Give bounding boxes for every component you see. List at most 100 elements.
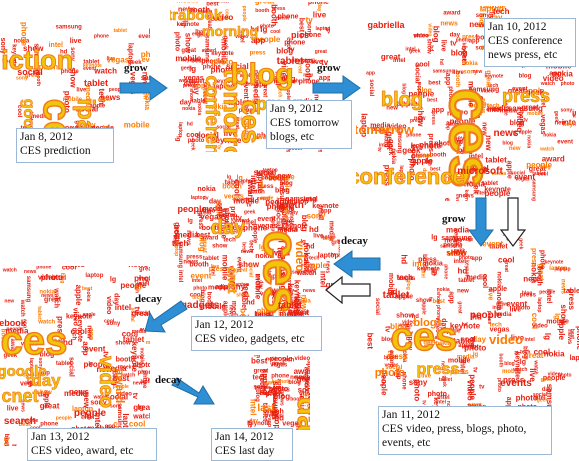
filler-word: photo [434,141,453,148]
filler-word: mobile [176,2,199,5]
filler-word: video [279,61,288,82]
filler-word: photo [260,23,274,29]
filler-word: blog [323,236,334,242]
filler-word: tv [472,367,478,373]
filler-word: nokia [295,299,311,305]
filler-word: booth [460,46,467,65]
filler-word: day [184,81,196,88]
filler-word: apple [280,246,286,259]
filler-word: photo [62,91,71,113]
filler-word: phone [36,266,51,270]
filler-word: best [19,422,31,428]
filler-word: booth [222,183,241,190]
filler-word: show [239,260,260,269]
filler-word: samsung [440,244,462,250]
filler-word: news [480,98,486,114]
filler-word: watch [228,265,235,286]
filler-word: phone [300,32,321,39]
filler-word: hd [472,312,482,321]
cloud-word-jan9: blog [230,58,293,91]
filler-word: people [56,415,72,421]
filler-word: booth [409,144,418,166]
filler-word: laptop [556,267,571,273]
filler-word: hd [63,338,73,347]
filler-word: media [467,274,487,281]
filler-word: geek [181,66,193,72]
filler-word: sony [132,355,144,361]
filler-word: sony [217,203,223,218]
filler-word: live [439,40,446,52]
filler-word: people [503,100,509,116]
filler-word: laptop [219,213,237,219]
filler-word: blog [477,13,484,28]
filler-word: new [457,288,469,294]
filler-word: tablet [203,256,219,262]
filler-word: tech [276,247,285,264]
filler-word: geek [120,365,132,371]
filler-word: event [469,403,482,409]
cloud-word-jan13: google [0,363,47,380]
filler-word: vegas [398,276,416,282]
filler-word: hd [458,266,468,275]
filler-word: keynote [211,51,234,57]
filler-word: nokia [196,102,202,115]
filler-word: tablet [83,59,99,65]
filler-word: tablet [33,58,39,72]
filler-word: apple [416,83,422,96]
filler-word: samsung [56,25,83,31]
filler-word: video [448,251,466,258]
filler-word: booth [172,225,181,247]
decay-label-1: decay [341,235,368,247]
filler-word: laptop [536,297,542,312]
filler-word: intel [492,305,503,311]
filler-word: blog [522,346,528,359]
filler-word: watch [540,81,555,87]
filler-word: tv [331,252,336,258]
filler-word: live [224,129,238,138]
filler-word: keynote [411,141,442,150]
filler-word: geek [128,60,142,66]
filler-word: social [374,298,380,315]
filler-word: show [188,88,194,101]
filler-word: samsung [441,235,472,242]
filler-word: video [38,275,56,282]
filler-word: live [488,12,495,24]
filler-word: cool [285,37,291,50]
filler-word: tablet [261,403,268,422]
filler-word: tablet [123,335,145,344]
filler-word: best [241,242,247,253]
filler-word: social [275,209,282,229]
filler-word: video [295,356,311,362]
filler-word: keynote [545,260,564,266]
filler-word: app [444,73,451,85]
filler-word: keynote [514,352,521,379]
filler-word: event [463,345,479,351]
filler-word: media [208,284,228,291]
filler-word: watch [19,299,25,317]
filler-word: blog [510,120,525,127]
filler-word: samsung [116,403,122,430]
cloud-word-jan8: tablet [84,78,108,88]
filler-word: vegas [21,342,39,348]
filler-word: photo [229,274,235,288]
filler-word: show [396,313,414,320]
filler-word: booth [498,353,504,367]
filler-word: phone [243,178,258,184]
cloud-word-jan12: gadgets [181,300,220,311]
filler-word: keynote [463,190,469,202]
filler-word: tv [523,117,528,123]
filler-word: award [253,134,273,141]
filler-word: tablet [280,204,289,226]
filler-word: social [135,311,150,317]
filler-word: new [484,135,493,151]
filler-word: people [265,197,291,206]
filler-word: intel [93,413,102,429]
filler-word: social [68,357,75,377]
filler-word: lg [85,411,92,420]
filler-word: hd [400,254,409,264]
filler-word: tv [420,400,426,405]
filler-word: sony [409,378,428,387]
filler-word: laptop [549,266,567,272]
grow-label-3: grow [442,213,466,225]
